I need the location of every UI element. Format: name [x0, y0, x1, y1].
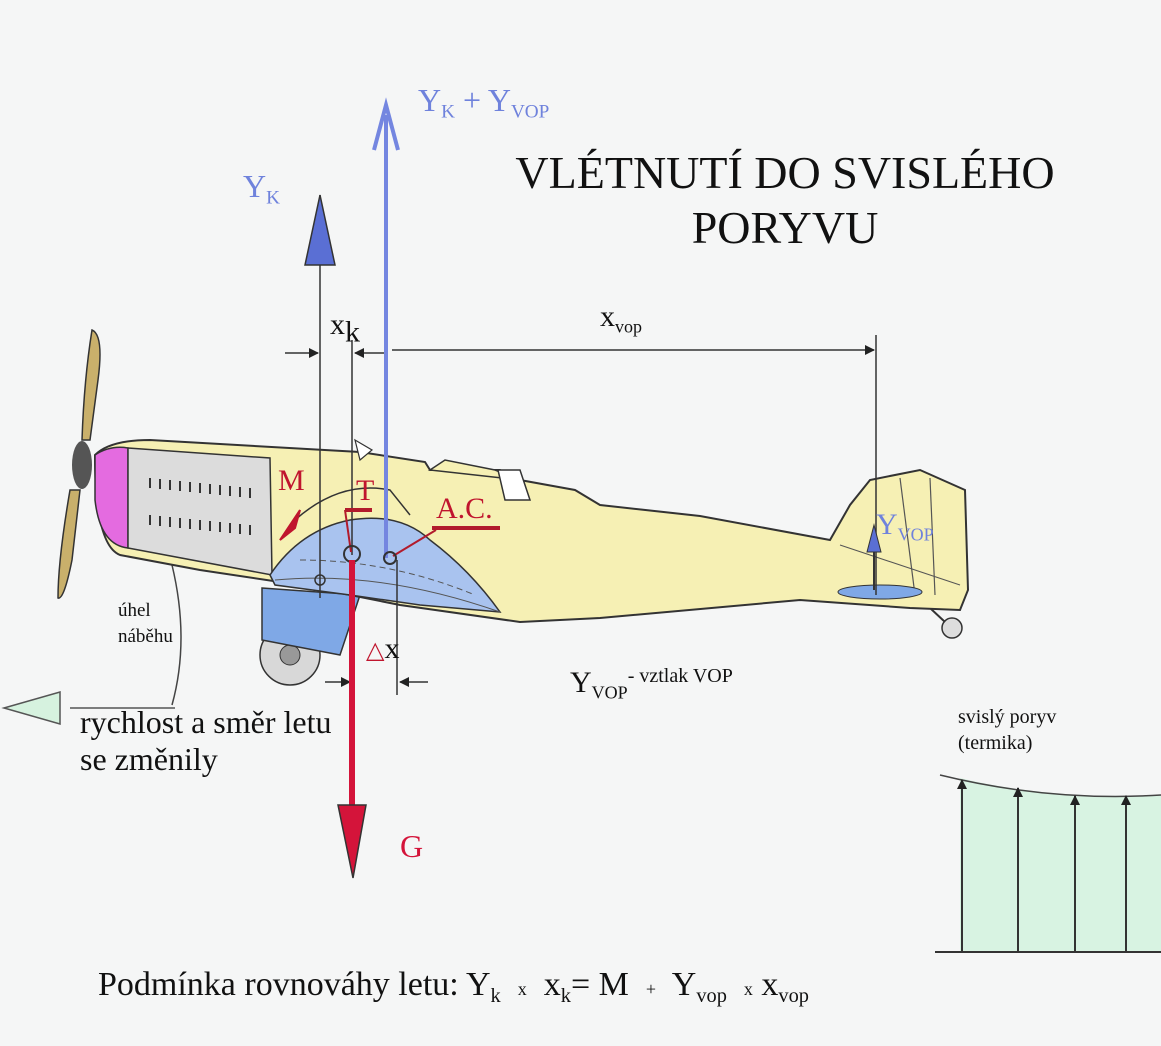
yk-lift-arrow [304, 194, 336, 266]
equilibrium-equation: Podmínka rovnováhy letu: Yk x xk= M + Yv… [98, 968, 809, 1007]
label-weight: G [400, 828, 424, 864]
yvop-legend-subscript: VOP [591, 682, 628, 703]
angle-of-attack-arc [165, 555, 182, 706]
label-aero-center: A.C. [436, 492, 493, 525]
tail-wheel [929, 607, 963, 639]
xvop-letter: x [600, 300, 615, 333]
label-gust: svislý poryv (termika) [958, 704, 1056, 756]
eq-plus: + [645, 979, 656, 999]
xk-letter: x [330, 308, 345, 341]
engine-louvers [149, 478, 251, 535]
angle-line-2: náběhu [118, 625, 173, 647]
eq-prefix: Podmínka rovnováhy letu: Y [98, 966, 491, 1003]
label-moment: M [278, 464, 305, 497]
label-yvop-legend: YVOP- vztlak VOP [570, 666, 733, 701]
eq-xk: x [543, 966, 561, 1003]
speed-line-2: se změnily [80, 740, 218, 777]
eq-yvop-sub: vop [696, 985, 727, 1008]
eq-xk-sub: k [560, 985, 571, 1008]
yvop-tail-subscript: VOP [897, 524, 934, 545]
vertical-gust [935, 774, 1161, 953]
fuselage [93, 438, 970, 624]
lift-center-point [314, 574, 326, 586]
xvop-subscript: vop [615, 316, 642, 337]
eq-times-2: x [743, 979, 753, 999]
speed-line-1: rychlost a směr letu [80, 704, 332, 740]
yvop-tail-letter: Y [876, 508, 898, 541]
title-line-1: VLÉTNUTÍ DO SVISLÉHO [515, 147, 1055, 198]
gust-line-1: svislý poryv [958, 706, 1057, 728]
aerodynamic-center [383, 526, 500, 565]
propeller [57, 328, 101, 599]
eq-yvop: Y [671, 966, 697, 1003]
yvop-legend-letter: Y [570, 666, 592, 699]
gust-line-2: (termika) [958, 732, 1033, 754]
yk-subscript: K [266, 187, 280, 209]
delta-symbol: △ [366, 636, 385, 664]
xk-subscript: k [345, 315, 360, 349]
label-center-of-gravity: T [356, 474, 375, 507]
title-line-2: PORYVU [691, 202, 879, 254]
wing [269, 517, 502, 613]
horizontal-tail [837, 584, 923, 600]
flight-direction-arrow [1, 691, 175, 725]
yk-main: Y [418, 82, 442, 118]
eq-yk-sub: k [490, 985, 501, 1008]
plus-y: + Y [462, 82, 511, 118]
yvop-legend-text: - vztlak VOP [627, 665, 733, 687]
label-xvop: xvop [600, 300, 642, 337]
eq-xvop: x [761, 966, 779, 1003]
label-speed-direction: rychlost a směr letu se změnily [80, 704, 331, 778]
angle-line-1: úhel [118, 600, 151, 621]
label-delta-x: △x [366, 634, 399, 664]
yk-letter: Y [243, 168, 267, 204]
moment-arrow [279, 509, 301, 541]
eq-times-1: x [517, 979, 527, 999]
delta-x-dimension [325, 560, 428, 695]
eq-xvop-sub: vop [778, 985, 809, 1008]
label-angle-of-attack: úhel náběhu [118, 598, 173, 649]
yvop-sub: VOP [510, 101, 550, 123]
landing-gear [259, 587, 362, 686]
label-yk: YK [243, 170, 280, 208]
yk-sub: K [441, 101, 455, 123]
page-title: VLÉTNUTÍ DO SVISLÉHO PORYVU [435, 145, 1135, 255]
label-yvop-tail: YVOP [876, 508, 934, 545]
label-yk-plus-yvop: YK + YVOP [418, 84, 549, 122]
delta-var: x [384, 632, 400, 665]
eq-equals-m: = M [570, 966, 629, 1003]
label-xk: xk [330, 310, 360, 348]
